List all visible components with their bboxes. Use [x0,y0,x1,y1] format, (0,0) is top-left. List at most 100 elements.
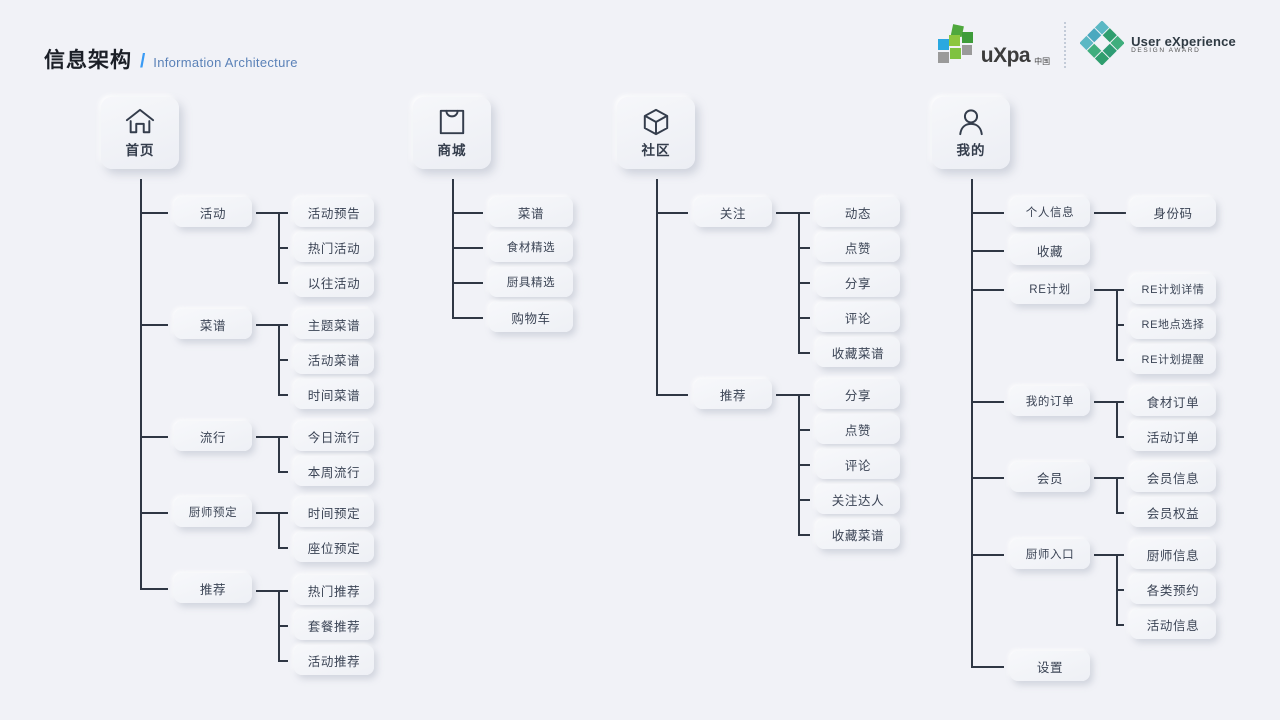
node-l2-0-3-0[interactable]: 时间预定 [294,497,374,527]
connector-line [278,282,288,284]
node-l2-0-1-0[interactable]: 主题菜谱 [294,309,374,339]
connector-line [278,512,288,514]
node-l1-0-1[interactable]: 菜谱 [174,309,252,339]
node-l1-3-0[interactable]: 个人信息 [1010,197,1090,227]
connector-line [278,324,288,326]
node-l2-0-4-2[interactable]: 活动推荐 [294,645,374,675]
node-l1-0-4[interactable]: 推荐 [174,573,252,603]
node-l2-2-0-3[interactable]: 评论 [816,302,900,332]
node-l2-0-0-1[interactable]: 热门活动 [294,232,374,262]
node-l2-3-2-1[interactable]: RE地点选择 [1130,309,1216,339]
node-l1-1-3[interactable]: 购物车 [489,302,573,332]
node-l1-2-0[interactable]: 关注 [694,197,772,227]
connector-line [1094,477,1116,479]
connector-line [776,212,798,214]
node-l2-3-4-1[interactable]: 会员权益 [1130,497,1216,527]
node-l1-0-0[interactable]: 活动 [174,197,252,227]
node-l2-3-5-0[interactable]: 厨师信息 [1130,539,1216,569]
node-l2-2-1-3[interactable]: 关注达人 [816,484,900,514]
node-l2-0-3-1[interactable]: 座位预定 [294,532,374,562]
node-l2-3-3-0[interactable]: 食材订单 [1130,386,1216,416]
connector-line [278,471,288,473]
node-l2-2-1-1[interactable]: 点赞 [816,414,900,444]
connector-line [1094,554,1116,556]
connector-line [278,394,288,396]
node-l2-0-1-1[interactable]: 活动菜谱 [294,344,374,374]
node-l1-3-1[interactable]: 收藏 [1010,235,1090,265]
connector-line [278,547,288,549]
connector-line [656,179,658,394]
node-l2-0-0-0[interactable]: 活动预告 [294,197,374,227]
node-l1-3-6[interactable]: 设置 [1010,651,1090,681]
connector-line [1116,401,1118,436]
connector-line [776,394,798,396]
root-node-2[interactable]: 社区 [617,97,695,169]
uxda-title: User eXperience [1131,33,1236,49]
node-l2-2-0-1[interactable]: 点赞 [816,232,900,262]
connector-line [452,212,483,214]
connector-line [278,625,288,627]
node-l2-0-2-0[interactable]: 今日流行 [294,421,374,451]
node-l1-3-4[interactable]: 会员 [1010,462,1090,492]
connector-line [798,317,810,319]
connector-line [256,436,278,438]
connector-line [798,394,810,396]
node-l2-3-5-2[interactable]: 活动信息 [1130,609,1216,639]
node-l2-2-0-2[interactable]: 分享 [816,267,900,297]
root-node-1[interactable]: 商城 [413,97,491,169]
connector-line [1116,436,1124,438]
connector-line [798,282,810,284]
node-l1-1-1[interactable]: 食材精选 [489,232,573,262]
connector-line [1116,624,1124,626]
connector-line [452,317,483,319]
node-l2-2-1-2[interactable]: 评论 [816,449,900,479]
connector-line [278,660,288,662]
node-l2-0-2-1[interactable]: 本周流行 [294,456,374,486]
user-icon [956,108,986,136]
root-node-label: 我的 [956,142,986,158]
uxpa-china-label: 中国 [1034,57,1051,66]
uxpa-mark-icon [936,24,978,66]
connector-line [1116,477,1118,512]
node-l2-3-2-0[interactable]: RE计划详情 [1130,274,1216,304]
connector-line [656,212,688,214]
node-l2-2-1-4[interactable]: 收藏菜谱 [816,519,900,549]
node-l2-3-2-2[interactable]: RE计划提醒 [1130,344,1216,374]
node-l2-3-3-1[interactable]: 活动订单 [1130,421,1216,451]
node-l1-3-3[interactable]: 我的订单 [1010,386,1090,416]
node-l2-3-4-0[interactable]: 会员信息 [1130,462,1216,492]
node-l2-2-1-0[interactable]: 分享 [816,379,900,409]
node-l2-0-0-2[interactable]: 以往活动 [294,267,374,297]
node-l2-0-4-0[interactable]: 热门推荐 [294,575,374,605]
node-l1-0-3[interactable]: 厨师预定 [174,497,252,527]
connector-line [140,588,168,590]
root-node-0[interactable]: 首页 [101,97,179,169]
node-l1-3-2[interactable]: RE计划 [1010,274,1090,304]
node-l2-3-5-1[interactable]: 各类预约 [1130,574,1216,604]
uxda-logo: User eXperience DESIGN AWARD [1079,19,1236,70]
connector-line [1116,324,1124,326]
node-l2-0-4-1[interactable]: 套餐推荐 [294,610,374,640]
node-l1-1-0[interactable]: 菜谱 [489,197,573,227]
node-l2-2-0-4[interactable]: 收藏菜谱 [816,337,900,367]
root-node-label: 社区 [641,142,671,158]
node-l1-0-2[interactable]: 流行 [174,421,252,451]
connector-line [656,394,688,396]
connector-line [798,464,810,466]
node-l1-2-1[interactable]: 推荐 [694,379,772,409]
connector-line [1094,212,1126,214]
root-node-3[interactable]: 我的 [932,97,1010,169]
connector-line [798,429,810,431]
connector-line [1116,589,1124,591]
node-l1-1-2[interactable]: 厨具精选 [489,267,573,297]
page-title-en: Information Architecture [153,55,298,70]
connector-line [140,212,168,214]
node-l2-0-1-2[interactable]: 时间菜谱 [294,379,374,409]
connector-line [971,477,1004,479]
shopping-bag-icon [437,108,467,136]
connector-line [140,436,168,438]
node-l2-3-0-0[interactable]: 身份码 [1130,197,1216,227]
node-l1-3-5[interactable]: 厨师入口 [1010,539,1090,569]
node-l2-2-0-0[interactable]: 动态 [816,197,900,227]
connector-line [971,250,1004,252]
